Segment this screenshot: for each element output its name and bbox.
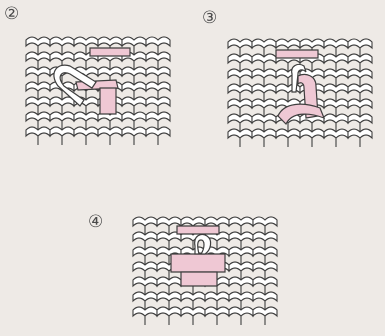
step-3-diagram xyxy=(220,32,380,156)
knit-stitch xyxy=(74,37,98,46)
knit-stitch xyxy=(300,39,324,48)
knit-stitch xyxy=(146,37,170,46)
step-4-diagram xyxy=(125,210,285,334)
pink-yarn-vertical xyxy=(100,88,116,114)
knit-stitch xyxy=(122,37,146,46)
pink-yarn-top-bar xyxy=(276,50,318,58)
step-3-label: ③ xyxy=(202,10,217,27)
knit-stitch xyxy=(205,217,229,226)
pink-yarn-middle-loop xyxy=(171,254,225,272)
step-4-knit-fabric xyxy=(125,210,285,334)
knit-stitch xyxy=(98,37,122,46)
knit-stitch xyxy=(276,39,300,48)
knit-stitch xyxy=(348,39,372,48)
knit-stitch xyxy=(252,39,276,48)
step-2-knit-fabric xyxy=(18,30,178,150)
step-2-label: ② xyxy=(4,6,19,23)
step-2-diagram xyxy=(18,30,178,150)
pink-yarn-lower-loop xyxy=(181,272,217,286)
knit-stitch xyxy=(324,39,348,48)
pink-yarn-top-bar xyxy=(90,48,130,56)
knit-stitch xyxy=(26,37,50,46)
step-3-knit-fabric xyxy=(220,32,380,156)
knit-stitch xyxy=(229,217,253,226)
pink-yarn-top-bar xyxy=(177,226,219,234)
knit-stitch xyxy=(228,39,252,48)
knit-stitch xyxy=(133,217,157,226)
knit-stitch xyxy=(157,217,181,226)
knit-stitch xyxy=(253,217,277,226)
knit-stitch xyxy=(181,217,205,226)
knit-stitch xyxy=(50,37,74,46)
needle-hook xyxy=(195,234,211,254)
step-4-label: ④ xyxy=(88,214,103,231)
